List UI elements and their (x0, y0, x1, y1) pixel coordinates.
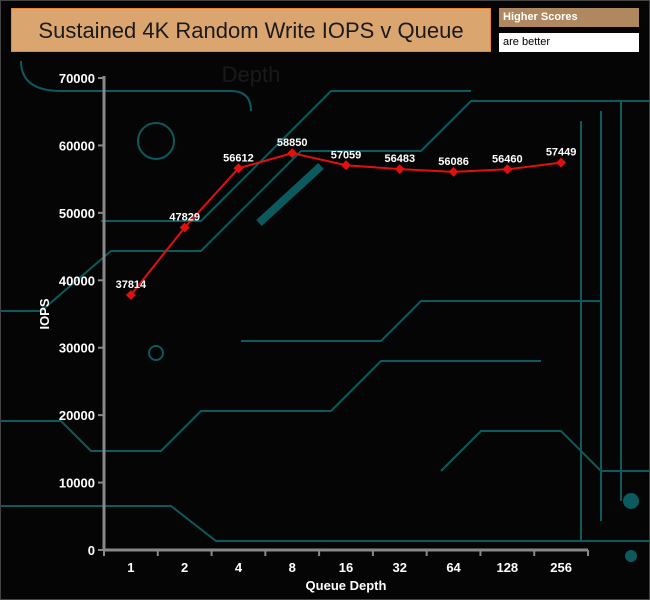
x-tick-label: 64 (446, 560, 461, 575)
data-label: 57059 (331, 149, 362, 161)
data-point (287, 148, 298, 159)
data-point (179, 222, 190, 233)
y-tick-label: 40000 (59, 273, 95, 288)
y-tick-label: 50000 (59, 206, 95, 221)
circuit-background (1, 60, 649, 562)
y-tick-label: 30000 (59, 341, 95, 356)
data-point (502, 164, 513, 175)
x-tick-label: 16 (339, 560, 353, 575)
higher-scores-label: Higher Scores (499, 8, 639, 27)
are-better-label: are better (499, 33, 639, 52)
data-label: 56460 (492, 153, 523, 165)
data-point (233, 163, 244, 174)
data-label: 47829 (169, 211, 200, 223)
data-label: 58850 (277, 137, 308, 149)
y-tick-label: 70000 (59, 71, 95, 86)
x-tick-label: 1 (127, 560, 134, 575)
series-line (130, 152, 562, 296)
x-tick-label: 8 (289, 560, 296, 575)
x-tick-label: 32 (393, 560, 407, 575)
y-tick-label: 60000 (59, 138, 95, 153)
y-tick-label: 20000 (59, 408, 95, 423)
data-label: 56086 (438, 156, 469, 168)
data-point (448, 166, 459, 177)
chart-title: Sustained 4K Random Write IOPS v Queue D… (11, 8, 491, 87)
x-tick-label: 256 (550, 560, 572, 575)
data-point (125, 290, 136, 300)
x-tick-label: 4 (235, 560, 243, 575)
y-tick-label: 0 (88, 543, 95, 558)
data-point (394, 164, 405, 175)
data-point (341, 160, 351, 171)
x-tick-label: 2 (181, 560, 188, 575)
data-label: 57449 (546, 147, 577, 159)
data-label: 37814 (116, 279, 147, 291)
data-label: 56483 (384, 153, 415, 165)
y-tick-label: 10000 (59, 476, 95, 491)
data-point (556, 157, 567, 168)
y-axis-title: IOPS (37, 298, 52, 329)
x-axis-title: Queue Depth (306, 578, 387, 593)
data-label: 56612 (223, 152, 254, 164)
x-tick-label: 128 (496, 560, 518, 575)
